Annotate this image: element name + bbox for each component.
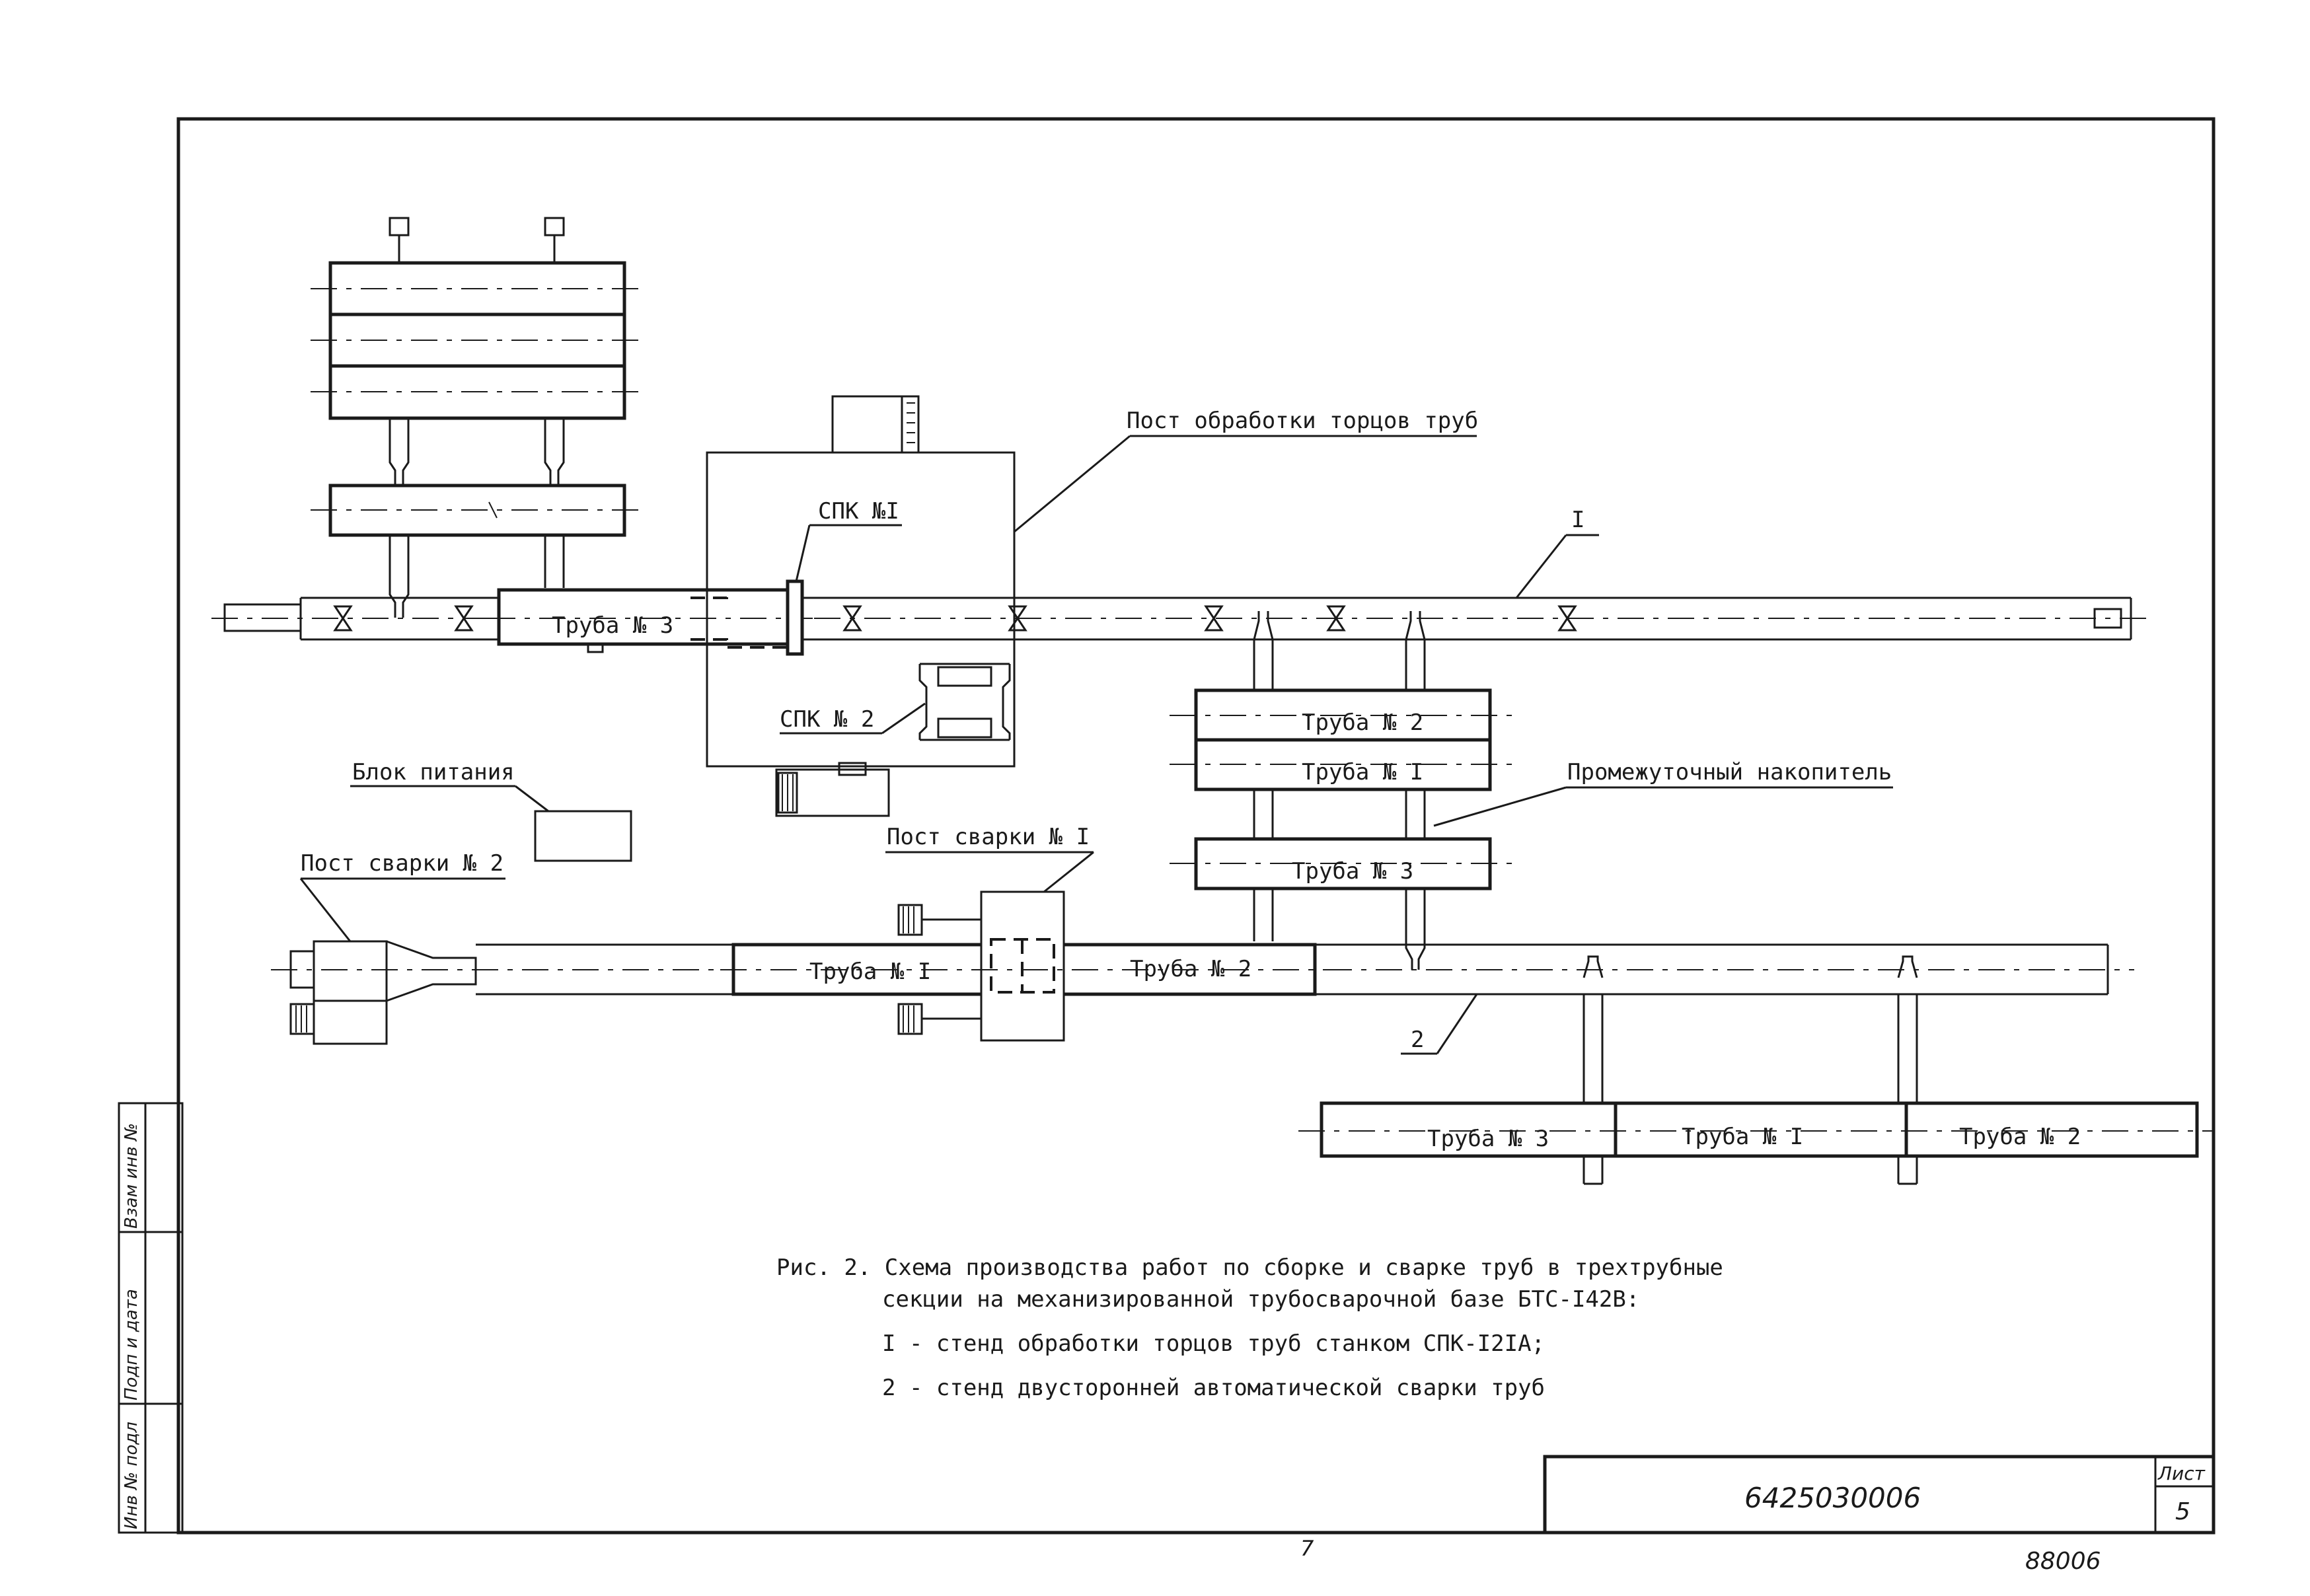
label-post-svarki-1: Пост сварки № I bbox=[887, 824, 1090, 850]
callout-spk1: СПК №I bbox=[795, 498, 902, 582]
roller-icon bbox=[333, 605, 353, 632]
side-stamp: Взам инв № Подп и дата Инв № подл bbox=[122, 1123, 141, 1529]
pipe-label: Труба № I bbox=[1682, 1124, 1803, 1150]
label-marker-1: I bbox=[1571, 507, 1584, 533]
pipe-label: Труба № 3 bbox=[552, 612, 673, 639]
callout-post-torcy: Пост обработки торцов труб bbox=[1014, 408, 1478, 533]
roller-icon bbox=[1204, 605, 1224, 632]
callout-marker-2: 2 bbox=[1401, 994, 1478, 1055]
callout-marker-1: I bbox=[1515, 507, 1599, 598]
caption-line-4: 2 - стенд двусторонней автоматической св… bbox=[882, 1375, 1545, 1401]
welding-post-1 bbox=[897, 890, 1074, 1042]
pipe-label: Труба № 2 bbox=[1302, 709, 1423, 736]
callout-nakopitel: Промежуточный накопитель bbox=[1433, 759, 1893, 827]
sheet-frame bbox=[118, 117, 2216, 1535]
roller-icon bbox=[1557, 605, 1577, 632]
side-stamp-inv-podl: Инв № подл bbox=[122, 1422, 141, 1529]
pipe-label: Труба № 2 bbox=[1959, 1124, 2081, 1150]
pipe-label: Труба № I bbox=[809, 959, 931, 985]
roller-icon bbox=[454, 605, 474, 632]
callout-spk2: СПК № 2 bbox=[780, 702, 926, 735]
figure-caption: Рис. 2. Схема производства работ по сбор… bbox=[776, 1254, 1723, 1401]
pipe-truba-3-line1: Труба № 3 bbox=[489, 588, 813, 653]
sheet-number: 5 bbox=[2175, 1498, 2190, 1525]
top-left-rack bbox=[311, 217, 644, 618]
footer: 7 88006 bbox=[1300, 1536, 2101, 1575]
side-stamp-podp-data: Подп и дата bbox=[122, 1289, 141, 1400]
three-pipe-section: Труба № 3 Труба № I Труба № 2 bbox=[1298, 1101, 2214, 1158]
output-supports bbox=[1583, 955, 1918, 1185]
intermediate-accumulator: Труба № 2 Труба № I Труба № 3 bbox=[1170, 611, 1513, 970]
label-marker-2: 2 bbox=[1411, 1027, 1424, 1053]
caption-line-2: секции на механизированной трубосварочно… bbox=[882, 1286, 1639, 1313]
pipe-label: Труба № 2 bbox=[1130, 956, 1251, 982]
doc-number: 6425030006 bbox=[1744, 1482, 1921, 1514]
roller-icon bbox=[1008, 605, 1027, 632]
roller-icon bbox=[842, 605, 862, 632]
callout-blok-pitaniya: Блок питания bbox=[350, 759, 549, 813]
label-spk1: СПК №I bbox=[818, 498, 899, 525]
pipe-label: Труба № 3 bbox=[1292, 858, 1413, 885]
label-post-svarki-2: Пост сварки № 2 bbox=[301, 850, 503, 877]
title-block: 6425030006 Лист 5 bbox=[1744, 1463, 2206, 1525]
archive-number: 88006 bbox=[2025, 1548, 2101, 1575]
power-block bbox=[534, 810, 632, 862]
side-stamp-vzam-inv: Взам инв № bbox=[122, 1123, 141, 1229]
label-spk2: СПК № 2 bbox=[780, 706, 874, 733]
callout-post-svarki-1: Пост сварки № I bbox=[885, 824, 1094, 893]
caption-line-3: I - стенд обработки торцов труб станком … bbox=[882, 1330, 1545, 1357]
label-post-torcy: Пост обработки торцов труб bbox=[1127, 408, 1478, 434]
sheet-label: Лист bbox=[2157, 1463, 2206, 1484]
label-blok-pitaniya: Блок питания bbox=[352, 759, 515, 785]
pipe-label: Труба № 3 bbox=[1427, 1126, 1549, 1152]
page-number: 7 bbox=[1300, 1536, 1314, 1561]
caption-line-1: Рис. 2. Схема производства работ по сбор… bbox=[776, 1254, 1723, 1281]
pipe-label: Труба № I bbox=[1302, 759, 1423, 785]
callout-post-svarki-2: Пост сварки № 2 bbox=[299, 850, 505, 942]
label-nakopitel: Промежуточный накопитель bbox=[1567, 759, 1892, 785]
end-processing-post bbox=[690, 395, 1016, 817]
roller-icon bbox=[1326, 605, 1346, 632]
